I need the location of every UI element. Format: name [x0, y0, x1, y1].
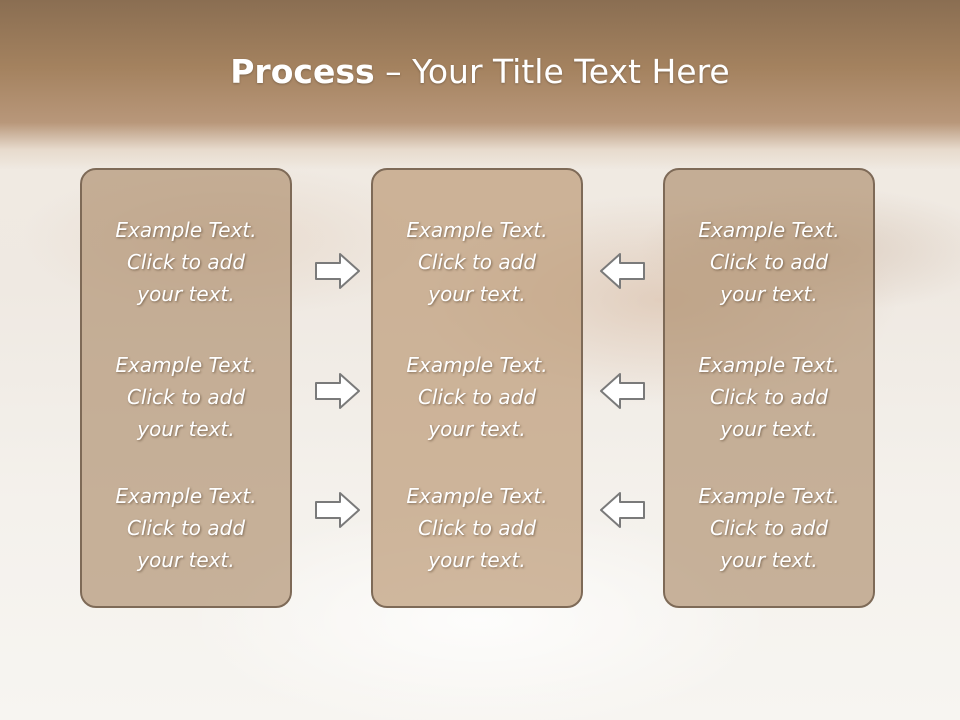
- item-line: your text.: [720, 548, 818, 572]
- right-text-box[interactable]: Example Text. Click to add your text. Ex…: [663, 168, 875, 608]
- item-line: Click to add: [126, 516, 246, 540]
- item-line: your text.: [137, 548, 235, 572]
- slide-title[interactable]: Process – Your Title Text Here: [0, 52, 960, 91]
- item-line: your text.: [428, 548, 526, 572]
- title-bold: Process: [230, 52, 375, 91]
- left-box-item-3[interactable]: Example Text. Click to add your text.: [82, 480, 290, 576]
- item-line: your text.: [428, 417, 526, 441]
- item-line: Click to add: [709, 250, 829, 274]
- title-text: – Your Title Text Here: [374, 52, 730, 91]
- right-arrow-icon: [314, 251, 362, 291]
- item-line: Example Text.: [115, 353, 257, 377]
- item-line: Example Text.: [698, 218, 840, 242]
- item-line: Example Text.: [406, 353, 548, 377]
- item-line: Example Text.: [698, 484, 840, 508]
- left-arrow-icon: [598, 371, 646, 411]
- left-box-item-1[interactable]: Example Text. Click to add your text.: [82, 214, 290, 310]
- item-line: your text.: [137, 417, 235, 441]
- right-arrow-icon: [314, 490, 362, 530]
- item-line: Click to add: [709, 385, 829, 409]
- item-line: Click to add: [417, 516, 537, 540]
- right-box-item-1[interactable]: Example Text. Click to add your text.: [665, 214, 873, 310]
- item-line: your text.: [137, 282, 235, 306]
- center-box-item-2[interactable]: Example Text. Click to add your text.: [373, 349, 581, 445]
- item-line: your text.: [720, 282, 818, 306]
- right-arrow-icon: [314, 371, 362, 411]
- item-line: your text.: [720, 417, 818, 441]
- item-line: your text.: [428, 282, 526, 306]
- center-box-item-3[interactable]: Example Text. Click to add your text.: [373, 480, 581, 576]
- item-line: Click to add: [126, 250, 246, 274]
- right-box-item-3[interactable]: Example Text. Click to add your text.: [665, 480, 873, 576]
- left-box-item-2[interactable]: Example Text. Click to add your text.: [82, 349, 290, 445]
- item-line: Example Text.: [406, 218, 548, 242]
- item-line: Example Text.: [698, 353, 840, 377]
- center-text-box[interactable]: Example Text. Click to add your text. Ex…: [371, 168, 583, 608]
- left-text-box[interactable]: Example Text. Click to add your text. Ex…: [80, 168, 292, 608]
- title-band: [0, 0, 960, 170]
- item-line: Click to add: [126, 385, 246, 409]
- left-arrow-icon: [598, 251, 646, 291]
- center-box-item-1[interactable]: Example Text. Click to add your text.: [373, 214, 581, 310]
- left-arrow-icon: [598, 490, 646, 530]
- item-line: Example Text.: [406, 484, 548, 508]
- item-line: Click to add: [709, 516, 829, 540]
- item-line: Example Text.: [115, 484, 257, 508]
- item-line: Click to add: [417, 250, 537, 274]
- right-box-item-2[interactable]: Example Text. Click to add your text.: [665, 349, 873, 445]
- item-line: Click to add: [417, 385, 537, 409]
- item-line: Example Text.: [115, 218, 257, 242]
